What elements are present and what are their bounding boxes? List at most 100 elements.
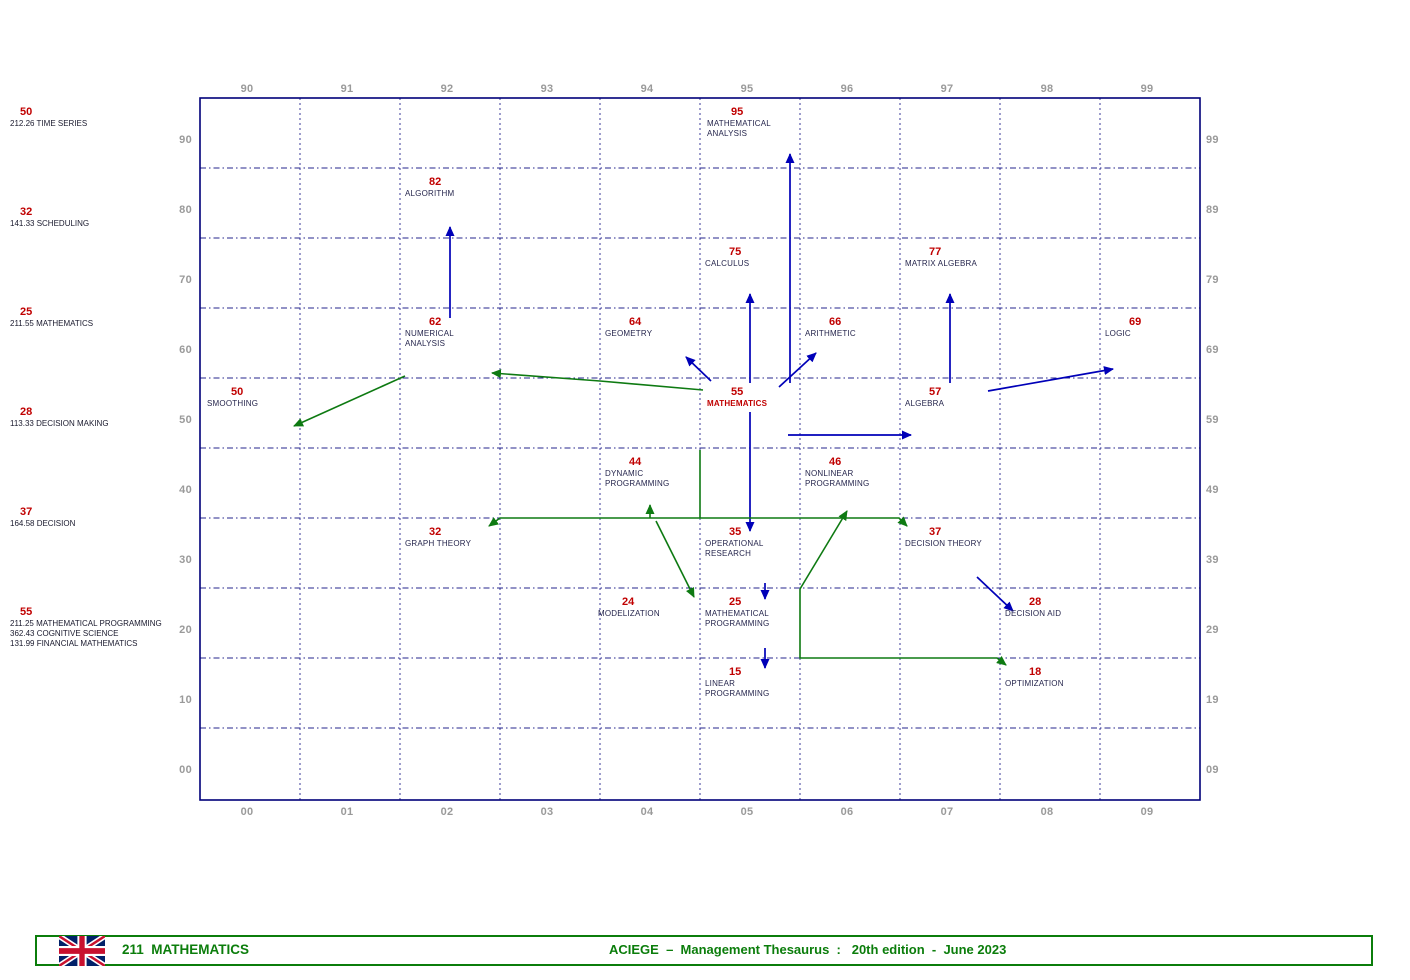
- margin-note-line: 362.43 COGNITIVE SCIENCE: [10, 629, 119, 638]
- axis-bottom-08: 08: [1040, 806, 1054, 818]
- concept-number: 32: [429, 526, 442, 538]
- axis-right-09: 09: [1206, 764, 1219, 776]
- margin-note-number: 50: [20, 106, 33, 118]
- concept-number: 57: [929, 386, 942, 398]
- concept-number: 50: [231, 386, 244, 398]
- axis-right-19: 19: [1206, 694, 1219, 706]
- axis-top-97: 97: [940, 83, 954, 95]
- concept-label: MATRIX ALGEBRA: [905, 259, 978, 268]
- axis-right-49: 49: [1206, 484, 1219, 496]
- axis-top-92: 92: [440, 83, 454, 95]
- map-title: 211 MATHEMATICS: [122, 942, 250, 957]
- axis-top-93: 93: [540, 83, 554, 95]
- relation-arrow-green: [293, 375, 406, 427]
- axis-top-99: 99: [1140, 83, 1154, 95]
- relation-arrow-blue: [976, 576, 1014, 612]
- concept-number: 82: [429, 176, 442, 188]
- relation-arrow-green: [491, 369, 704, 391]
- concept-label: CALCULUS: [705, 259, 750, 268]
- concept-label: GRAPH THEORY: [405, 539, 472, 548]
- relation-arrow-green: [655, 520, 695, 598]
- relation-arrow-blue: [778, 352, 817, 388]
- concept-number: 95: [731, 106, 744, 118]
- relation-arrow-blue: [987, 366, 1114, 392]
- concept-label: MATHEMATICS: [707, 399, 768, 408]
- axis-left-30: 30: [179, 554, 192, 566]
- margin-note-number: 28: [20, 406, 33, 418]
- concept-number: 44: [629, 456, 642, 468]
- axis-bottom-02: 02: [440, 806, 454, 818]
- axis-top-96: 96: [840, 83, 854, 95]
- concept-number: 18: [1029, 666, 1042, 678]
- axis-left-60: 60: [179, 344, 192, 356]
- concept-label: DYNAMIC PROGRAMMING: [605, 469, 670, 488]
- axis-right-79: 79: [1206, 274, 1219, 286]
- axis-left-70: 70: [179, 274, 192, 286]
- footer-bar: 211 MATHEMATICS ACIEGE – Management Thes…: [35, 933, 1373, 969]
- concept-label: MATHEMATICAL PROGRAMMING: [705, 609, 770, 628]
- axis-left-90: 90: [179, 134, 192, 146]
- axis-top-90: 90: [240, 83, 254, 95]
- axis-right-59: 59: [1206, 414, 1219, 426]
- margin-note-number: 32: [20, 206, 33, 218]
- margin-note-number: 55: [20, 606, 33, 618]
- axis-top-91: 91: [340, 83, 354, 95]
- concept-label: ARITHMETIC: [805, 329, 856, 338]
- concept-label: DECISION AID: [1005, 609, 1062, 618]
- concept-number: 77: [929, 246, 942, 258]
- concept-label: GEOMETRY: [605, 329, 653, 338]
- axis-left-20: 20: [179, 624, 192, 636]
- axis-bottom-05: 05: [740, 806, 754, 818]
- axis-right-69: 69: [1206, 344, 1219, 356]
- margin-note-line: 113.33 DECISION MAKING: [10, 419, 109, 428]
- axis-right-89: 89: [1206, 204, 1219, 216]
- concept-label: LINEAR PROGRAMMING: [705, 679, 770, 698]
- axis-left-50: 50: [179, 414, 192, 426]
- relation-arrows-layer: [293, 153, 1114, 669]
- axis-bottom-06: 06: [840, 806, 854, 818]
- concept-number: 28: [1029, 596, 1042, 608]
- concept-number: 55: [731, 386, 744, 398]
- axis-bottom-04: 04: [640, 806, 654, 818]
- edition-title: ACIEGE – Management Thesaurus : 20th edi…: [609, 942, 1007, 957]
- margin-note-number: 37: [20, 506, 33, 518]
- concept-label: SMOOTHING: [207, 399, 259, 408]
- margin-note-line: 211.25 MATHEMATICAL PROGRAMMING: [10, 619, 162, 628]
- relation-arrow-green: [799, 510, 848, 590]
- relation-arrow-blue: [685, 356, 712, 382]
- axis-bottom-09: 09: [1140, 806, 1154, 818]
- margin-note-line: 164.58 DECISION: [10, 519, 76, 528]
- concept-label: ALGEBRA: [905, 399, 945, 408]
- relation-arrow-green: [700, 516, 908, 527]
- concept-number: 64: [629, 316, 642, 328]
- uk-flag-icon: [57, 933, 107, 969]
- concept-label: NUMERICAL ANALYSIS: [405, 329, 454, 348]
- axis-right-29: 29: [1206, 624, 1219, 636]
- concept-label: LOGIC: [1105, 329, 1131, 338]
